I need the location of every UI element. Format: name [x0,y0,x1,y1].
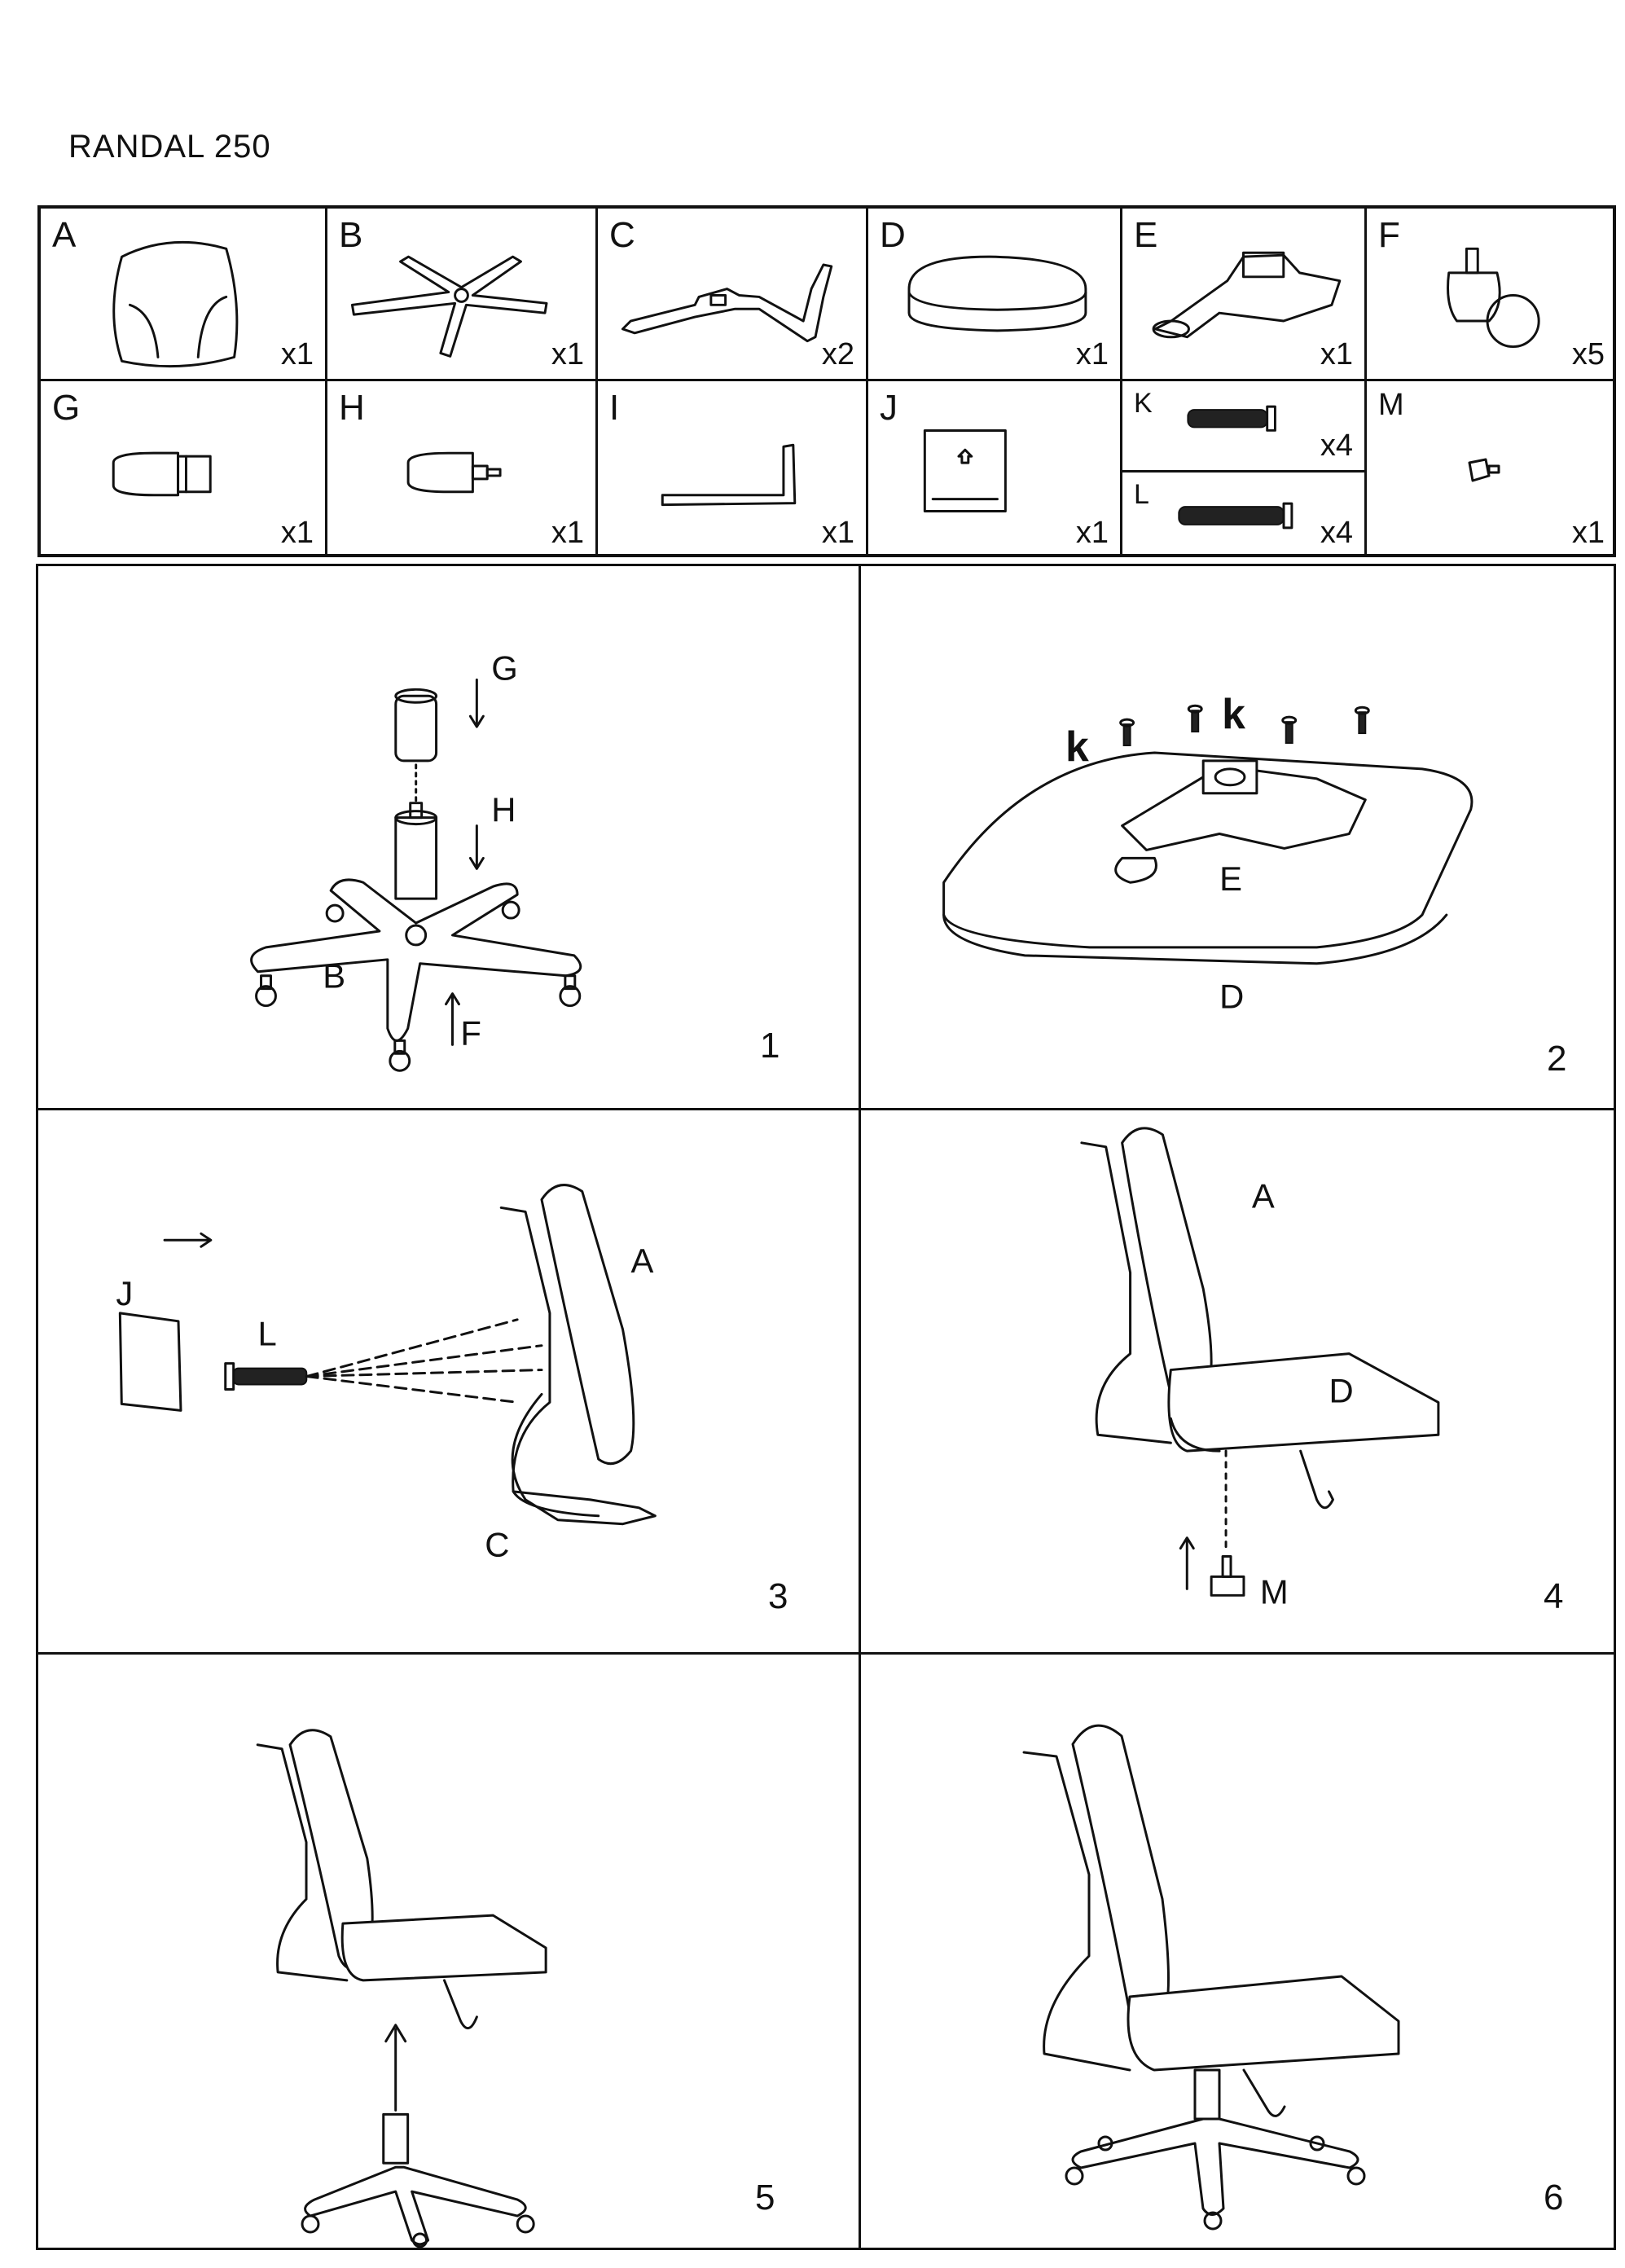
part-h: H x1 [327,381,598,557]
part-qty: x4 [1320,516,1353,550]
step-2: k k E D 2 [861,566,1614,1110]
bracket-c-drawing [499,1206,657,1526]
cover-g-drawing [394,694,438,763]
part-letter: C [609,215,635,255]
part-qty: x1 [551,337,584,371]
cap-j-drawing [118,1312,182,1412]
label-f: F [460,1013,481,1052]
part-qty: x1 [1320,337,1353,371]
label-g: G [491,648,518,687]
backrest-bracket-illustration: A J L C [116,1184,657,1564]
backrest-icon [112,240,239,368]
parts-list: A x1 B x1 C x2 D x1 E [37,205,1616,557]
label-a: A [630,1242,653,1280]
short-bolt-icon [1187,405,1276,432]
step-3: A J L C 3 [38,1110,861,1655]
part-letter: B [339,215,363,255]
seat-mechanism-illustration: k k E D [942,690,1473,1016]
label-j: J [116,1274,133,1312]
part-qty: x1 [280,337,314,371]
star-base-icon [350,255,548,358]
part-d: D x1 [868,209,1122,381]
part-f: F x5 [1367,209,1616,381]
back-bracket-icon [621,263,833,343]
completed-chair-illustration [1022,1724,1400,2231]
part-e: E x1 [1122,209,1367,381]
tilt-mechanism-icon [1152,251,1342,339]
part-qty: x4 [1320,429,1353,463]
part-a: A x1 [41,209,327,381]
part-c: C x2 [598,209,868,381]
part-letter: I [609,388,620,428]
part-letter: A [52,215,77,255]
part-qty: x1 [1571,516,1605,550]
part-letter: F [1378,215,1400,255]
part-letter: E [1134,215,1158,255]
part-qty: x1 [551,516,584,550]
bolt-l-drawing [232,1367,308,1386]
allen-key-icon [661,443,797,507]
cover-cap-icon [923,429,1007,512]
gas-lift-icon [406,451,502,494]
step-1: G H B F 1 [38,566,861,1110]
label-d: D [1329,1371,1353,1409]
part-letter: L [1134,479,1149,510]
attach-base-illustration [256,1729,547,2248]
label-m: M [1260,1572,1289,1611]
part-qty: x1 [280,516,314,550]
label-h: H [491,791,516,829]
part-letter: D [880,215,906,255]
part-letter: H [339,388,365,428]
gas-cylinder-cover-icon [112,451,212,497]
part-letter: M [1378,388,1404,422]
backrest-a-drawing [540,1184,635,1466]
part-g: G x1 [41,381,327,557]
knob-screw-icon [1468,458,1500,482]
part-i: I x1 [598,381,868,557]
part-m: M x1 [1367,381,1616,557]
step-number: 2 [1547,1039,1567,1079]
part-qty: x1 [1075,337,1109,371]
step-4: A D M 4 [861,1110,1614,1655]
gas-lift-drawing [394,816,438,900]
assembly-steps: G H B F 1 k k E D 2 [36,564,1616,2250]
part-letter: J [880,388,898,428]
step-number: 4 [1544,1576,1564,1616]
long-bolt-icon [1178,502,1293,530]
caster-wheel-icon [1447,247,1540,349]
step-number: 1 [760,1026,780,1066]
part-k: K x4 [1122,381,1367,472]
step-6: 6 [861,1655,1614,2248]
label-k1: k [1065,723,1089,770]
label-b: B [323,957,345,996]
part-qty: x1 [1075,516,1109,550]
star-base-drawing [250,878,582,1042]
part-qty: x2 [821,337,854,371]
step-number: 6 [1544,2178,1564,2217]
seat-cushion-icon [907,255,1087,332]
part-qty: x1 [821,516,854,550]
part-qty: x5 [1571,337,1605,371]
knob-m-drawing [1210,1575,1245,1597]
document-title: RANDAL 250 [68,129,271,165]
step-5: 5 [38,1655,861,2248]
base-assembly-illustration: G H B F [250,648,582,1072]
label-e: E [1219,859,1242,898]
part-b: B x1 [327,209,598,381]
step-number: 5 [755,2178,775,2217]
part-letter: G [52,388,81,428]
bolts-k-drawing [1119,704,1370,747]
seat-backrest-illustration: A D M [1080,1127,1440,1611]
step-number: 3 [768,1576,788,1616]
part-l: L x4 [1122,472,1367,557]
label-d: D [1219,978,1244,1016]
label-c: C [485,1526,509,1564]
label-a: A [1252,1176,1275,1215]
seat-d-drawing [1167,1352,1440,1453]
label-l: L [258,1315,277,1353]
part-j: J x1 [868,381,1122,557]
label-k2: k [1222,690,1245,737]
part-letter: K [1134,388,1153,419]
